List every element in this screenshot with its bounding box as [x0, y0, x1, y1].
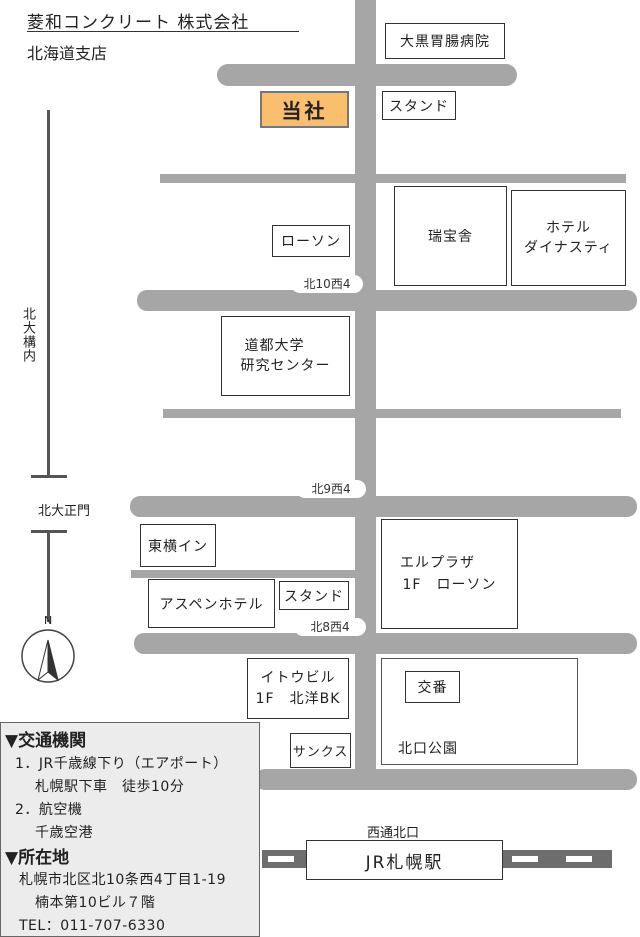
doto-line-2: 研究センター: [240, 358, 331, 374]
route1-detail: 札幌駅下車 徒歩10分: [35, 779, 185, 795]
landmark-kitaguchi-park: 北口公園: [398, 741, 458, 757]
station-exit-label: 西通北口: [367, 826, 420, 841]
landmark-lawson-north: ローソン: [272, 225, 350, 257]
campus-label: 北大構内: [18, 305, 37, 365]
road-minor-2: [163, 409, 621, 418]
landmark-hospital: 大黒胃腸病院: [385, 23, 505, 59]
rail-tie: [566, 856, 592, 862]
transport-heading: ▼交通機関: [5, 731, 87, 751]
road-south: [255, 769, 637, 790]
rail-tie: [268, 856, 294, 862]
landmark-aspen-hotel: アスペンホテル: [148, 579, 275, 628]
road-north: [217, 64, 517, 86]
company-location: 当社: [260, 91, 349, 128]
compass: N: [20, 614, 76, 684]
telephone: TEL：011-707-6330: [19, 918, 166, 934]
address-line-2: 楠本第10ビル７階: [35, 895, 156, 911]
road-minor-1: [160, 174, 626, 183]
rail-tie: [512, 856, 538, 862]
intersection-kita8: 北8西4: [294, 618, 366, 636]
campus-line-lower: [47, 530, 50, 622]
road-kita8: [134, 633, 637, 654]
header-underline: [27, 31, 299, 32]
main-road-vertical: [355, 0, 376, 790]
route1-title: 1．JR千歳線下り（エアポート）: [15, 756, 228, 772]
address-heading: ▼所在地: [5, 848, 70, 868]
route2-detail: 千歳空港: [35, 825, 93, 841]
gate-label: 北大正門: [38, 504, 91, 519]
landmark-koban: 交番: [405, 671, 460, 703]
intersection-kita9: 北9西4: [296, 480, 366, 498]
road-minor-3: [131, 570, 356, 578]
ito-line-2: 1F 北洋BK: [255, 690, 341, 707]
north-arrow-icon: [21, 629, 75, 683]
ito-line-1: イトウビル: [260, 669, 336, 686]
road-kita10: [137, 290, 637, 311]
landmark-doto-univ: 道都大学 研究センター: [221, 316, 350, 396]
hotel-line-1: ホテル: [546, 220, 591, 236]
route2-title: 2．航空機: [15, 802, 83, 818]
intersection-kita10: 北10西4: [291, 275, 363, 293]
company-name: 菱和コンクリート 株式会社: [27, 13, 250, 33]
doto-line-1: 道都大学: [244, 338, 305, 354]
elplaza-line-1: エルプラザ: [400, 555, 475, 571]
landmark-toyoko-inn: 東横イン: [140, 524, 216, 567]
elplaza-line-2: 1F ローソン: [402, 577, 497, 593]
road-kita9: [130, 496, 637, 517]
landmark-ito-bldg: イトウビル 1F 北洋BK: [247, 658, 349, 719]
landmark-stand-south: スタンド: [279, 581, 349, 610]
landmark-elplaza: エルプラザ 1F ローソン: [381, 519, 518, 629]
campus-line: [47, 110, 50, 478]
campus-line-cap: [31, 475, 67, 478]
hotel-line-2: ダイナスティ: [524, 240, 613, 256]
compass-label: N: [44, 614, 53, 627]
landmark-sunkus: サンクス: [290, 733, 351, 768]
access-info-panel: ▼交通機関 1．JR千歳線下り（エアポート） 札幌駅下車 徒歩10分 2．航空機…: [0, 722, 260, 937]
landmark-stand-north: スタンド: [382, 91, 456, 120]
address-line-1: 札幌市北区北10条西4丁目1-19: [19, 872, 226, 888]
branch-name: 北海道支店: [27, 44, 108, 63]
landmark-zuihosha: 瑞宝舎: [394, 186, 507, 286]
landmark-hotel-dynasty: ホテル ダイナスティ: [511, 190, 626, 286]
jr-sapporo-station: JR札幌駅: [306, 840, 503, 880]
